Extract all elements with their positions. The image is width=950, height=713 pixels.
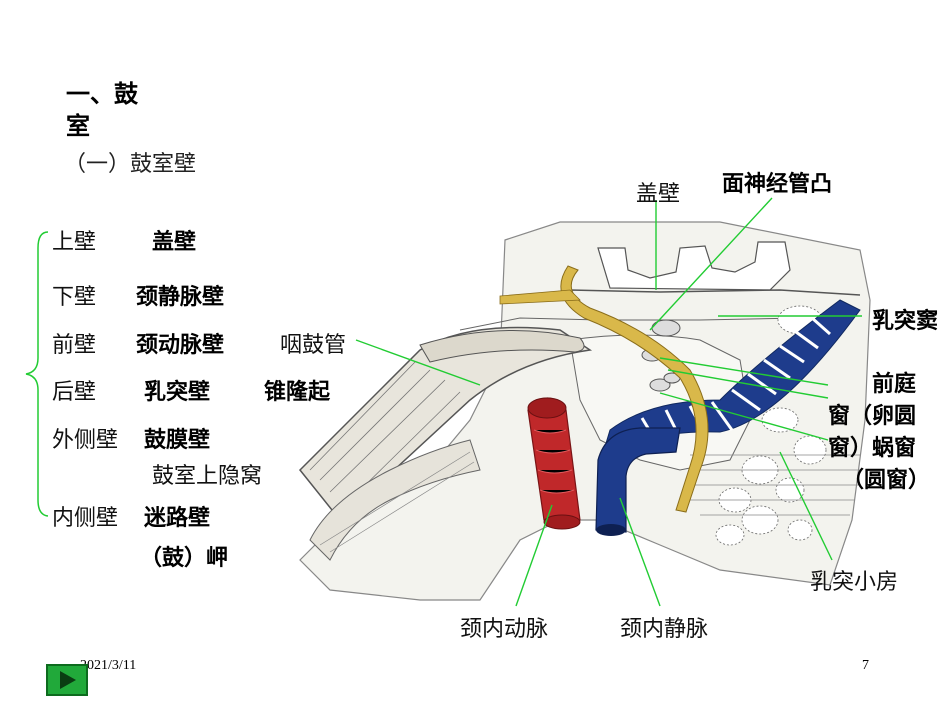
leader-vestibule-window <box>659 357 829 386</box>
label-vestibule-line1: 前庭 <box>872 372 917 397</box>
wall-term-inferior: 颈静脉壁 <box>136 285 225 310</box>
leader-cochlear-window <box>659 392 829 441</box>
leader-auditory-tube <box>355 339 481 386</box>
section-heading-line2: 室 <box>66 112 90 140</box>
label-mastoid-antrum: 乳突窦 <box>872 309 939 334</box>
label-pharyngotympanic-tube: 咽鼓管 <box>280 333 347 358</box>
label-vestibule-line3: 窗）蜗窗 <box>828 436 917 461</box>
label-vestibule-line4: （圆窗） <box>842 468 931 493</box>
label-promontory: （鼓）岬 <box>140 546 229 571</box>
wall-name-medial: 内侧壁 <box>52 506 119 531</box>
next-slide-button[interactable] <box>46 664 88 696</box>
wall-name-anterior: 前壁 <box>52 333 97 358</box>
leader-carotid <box>515 504 553 607</box>
label-internal-jugular: 颈内静脉 <box>620 617 709 642</box>
label-tegmen: 盖壁 <box>636 182 681 207</box>
label-facial-canal: 面神经管凸 <box>722 172 833 197</box>
label-epitympanic-recess: 鼓室上隐窝 <box>152 464 263 489</box>
wall-term-anterior: 颈动脉壁 <box>136 333 225 358</box>
wall-term-superior: 盖壁 <box>152 230 197 255</box>
footer-date: 2021/3/11 <box>80 658 137 673</box>
wall-term-posterior: 乳突壁 <box>144 380 211 405</box>
internal-jugular-vein <box>595 427 681 533</box>
tegmen-shape <box>597 241 791 291</box>
walls-brace <box>25 231 49 517</box>
wall-name-lateral: 外侧壁 <box>52 428 119 453</box>
label-internal-carotid: 颈内动脉 <box>460 617 549 642</box>
wall-name-inferior: 下壁 <box>52 285 97 310</box>
play-triangle-icon <box>60 671 76 689</box>
wall-term-medial: 迷路壁 <box>144 506 211 531</box>
leader-mastoid-cells <box>779 451 833 561</box>
leader-vestibule-2 <box>667 369 829 399</box>
wall-name-superior: 上壁 <box>52 230 97 255</box>
tube-cartilage <box>309 439 481 561</box>
label-mastoid-cells: 乳突小房 <box>810 570 899 595</box>
mastoid-cells-shape <box>715 305 827 546</box>
footer-page-number: 7 <box>862 658 869 673</box>
leader-facial-canal <box>649 197 773 331</box>
section-heading-line1: 一、鼓 <box>66 80 138 108</box>
subheading: （一）鼓室壁 <box>64 152 197 177</box>
label-vestibule-line2: 窗（卵圆 <box>828 404 917 429</box>
leader-jugular <box>619 497 661 607</box>
wall-term-lateral: 鼓膜壁 <box>144 428 211 453</box>
wall-name-posterior: 后壁 <box>52 380 97 405</box>
label-pyramidal-eminence: 锥隆起 <box>264 380 331 405</box>
facial-nerve <box>560 265 709 513</box>
